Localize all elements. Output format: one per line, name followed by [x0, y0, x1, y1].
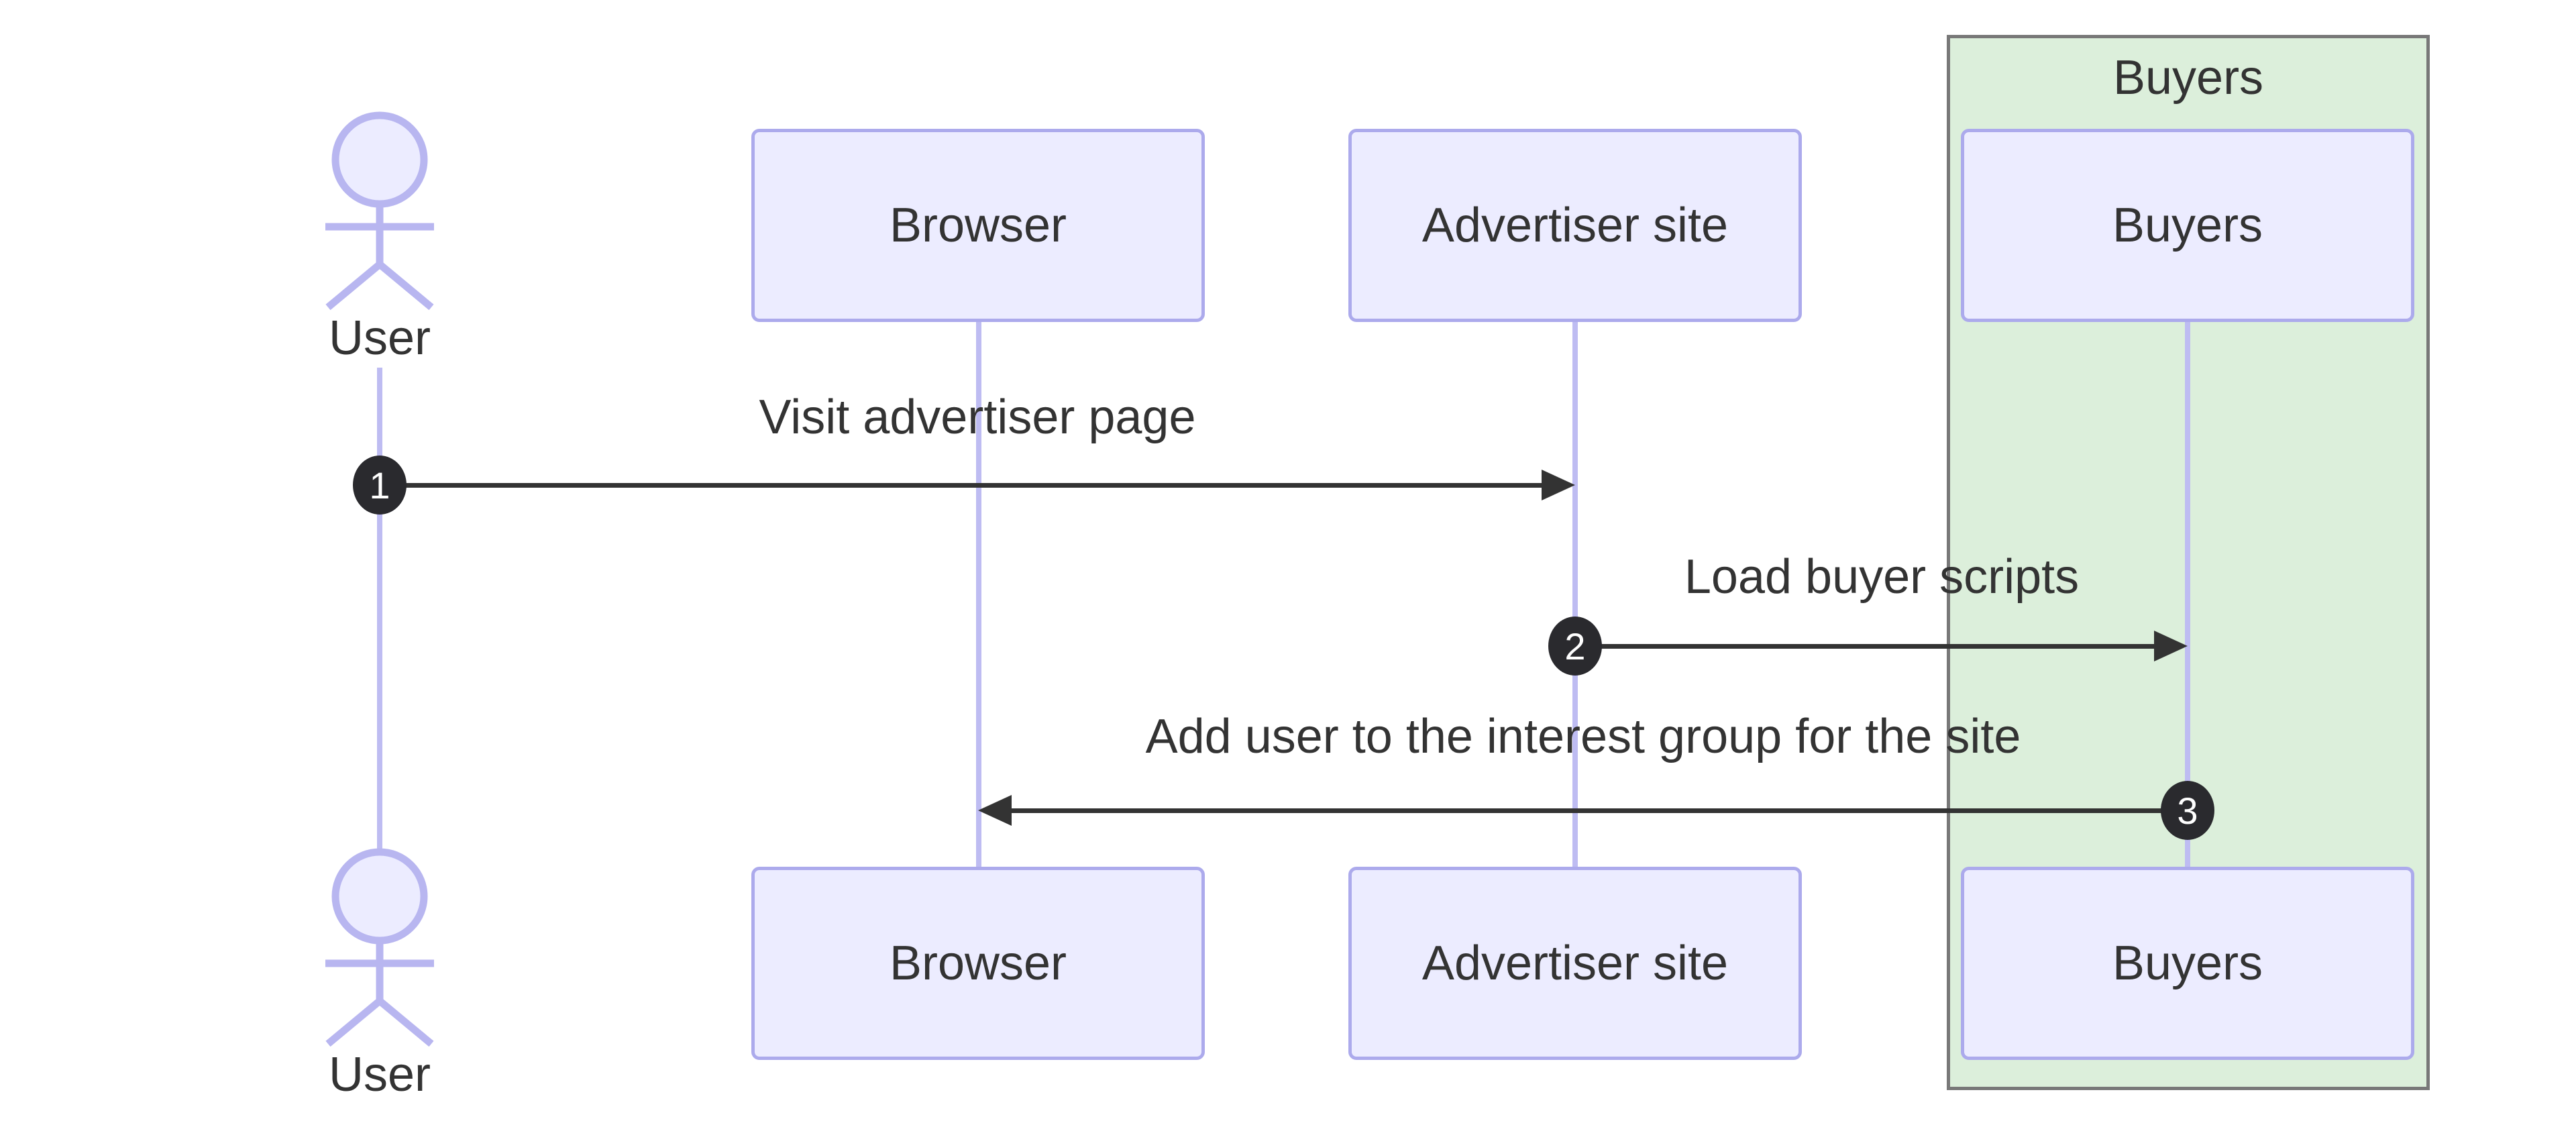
- participant-buyers-top: Buyers: [1961, 129, 2414, 322]
- participant-label: Buyers: [2112, 937, 2263, 990]
- actor-label-user-top: User: [328, 311, 431, 365]
- participant-label: Buyers: [2112, 199, 2263, 252]
- participant-label: Browser: [889, 937, 1067, 990]
- participant-label: Browser: [889, 199, 1067, 252]
- arrowhead-right-icon: [1542, 470, 1575, 500]
- lifeline-buyers: [2185, 321, 2190, 868]
- message-label: Add user to the interest group for the s…: [1145, 710, 2021, 763]
- lifeline-user: [377, 368, 382, 849]
- participant-browser-bottom: Browser: [751, 867, 1205, 1060]
- actor-user-icon: [325, 111, 434, 310]
- actor-user-icon: [325, 848, 434, 1047]
- participant-advertiser-site-top: Advertiser site: [1348, 129, 1802, 322]
- sequence-number-badge: 2: [1548, 617, 1602, 676]
- sequence-number-badge: 3: [2161, 781, 2214, 840]
- participant-browser-top: Browser: [751, 129, 1205, 322]
- message-line: [1575, 644, 2154, 649]
- participant-label: Advertiser site: [1421, 937, 1729, 990]
- arrowhead-left-icon: [978, 795, 1012, 826]
- message-label: Visit advertiser page: [759, 390, 1196, 444]
- participant-label: Advertiser site: [1421, 199, 1729, 252]
- lifeline-browser: [976, 321, 981, 868]
- sequence-number-badge: 1: [353, 456, 407, 515]
- arrowhead-right-icon: [2154, 631, 2188, 661]
- actor-label-user-bottom: User: [328, 1048, 431, 1102]
- message-label: Load buyer scripts: [1684, 550, 2080, 604]
- participant-advertiser-site-bottom: Advertiser site: [1348, 867, 1802, 1060]
- lifeline-advertiser-site: [1572, 321, 1578, 868]
- message-line: [1012, 808, 2188, 813]
- message-line: [380, 483, 1542, 488]
- group-title: Buyers: [2112, 51, 2264, 105]
- participant-buyers-bottom: Buyers: [1961, 867, 2414, 1060]
